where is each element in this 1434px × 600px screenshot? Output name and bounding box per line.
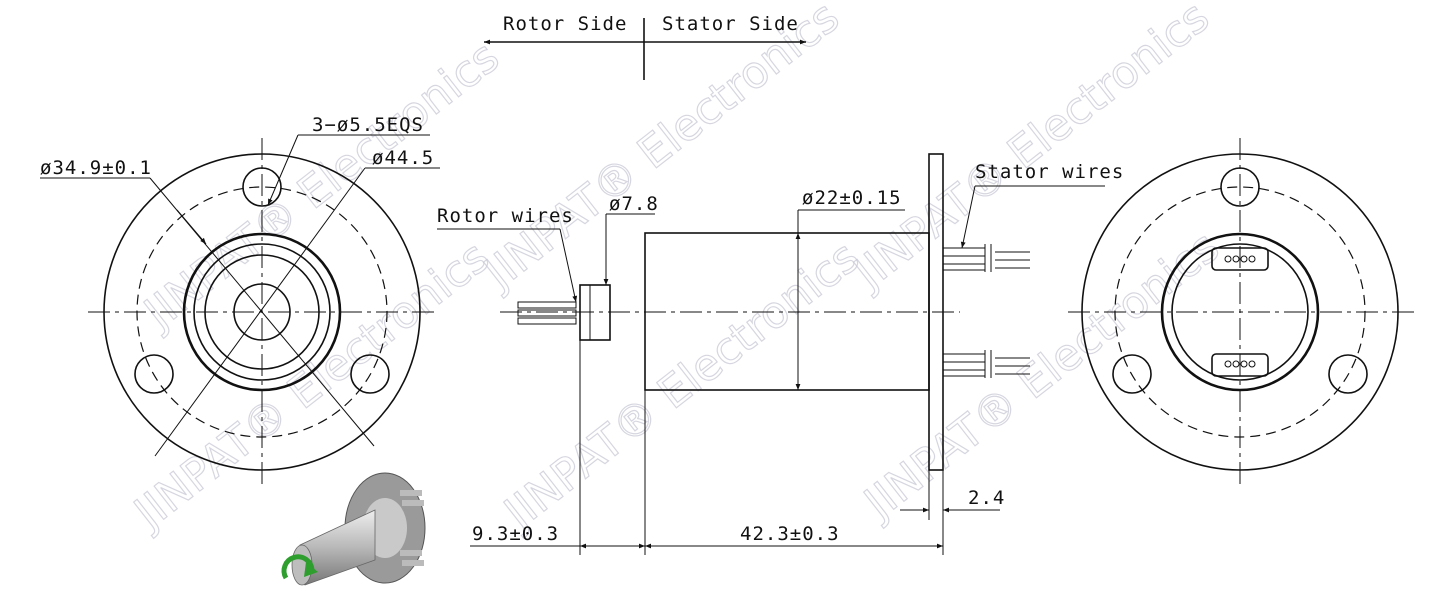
body-dia-dim: ø22±0.15 (802, 187, 902, 209)
body-outline (182, 232, 342, 392)
side-indicator: Rotor Side Stator Side (484, 13, 806, 80)
mount-hole (1220, 167, 1260, 207)
bolt-circle-dim: ø34.9±0.1 (40, 157, 152, 179)
stator-side-label: Stator Side (662, 13, 799, 35)
stator-wire-bundle-bottom (943, 350, 1030, 378)
watermark: JINPAT® Electronics (493, 231, 869, 540)
bolt-circle (136, 186, 388, 438)
rotor-wire-bundle (517, 301, 577, 325)
mount-hole (242, 167, 282, 207)
watermark: JINPAT® Electronics (473, 0, 849, 301)
rotor-side-label: Rotor Side (503, 13, 627, 35)
body-len-dim: 42.3±0.3 (740, 523, 840, 545)
stator-wires-label: Stator wires (975, 161, 1124, 183)
flange-outline (1081, 153, 1399, 471)
flange-outline (103, 153, 421, 471)
stator-wire-bundle-top (943, 244, 1030, 272)
flange-thk-dim: 2.4 (968, 487, 1005, 509)
mount-hole (1112, 354, 1152, 394)
shaft-len-dim: 9.3±0.3 (472, 523, 559, 545)
shaft-dia-dim: ø7.8 (609, 193, 659, 215)
mount-hole (1328, 354, 1368, 394)
flange-dia-dim: ø44.5 (372, 147, 434, 169)
holes-dim: 3−ø5.5EQS (312, 114, 424, 136)
product-render (281, 472, 426, 586)
mount-hole (134, 354, 174, 394)
shaft (579, 284, 611, 341)
side-view: Rotor wires ø7.8 ø22±0.15 Stator wires 9… (437, 153, 1124, 555)
connector-top (1211, 247, 1269, 271)
right-end-view (1068, 138, 1414, 488)
connector-bottom (1211, 353, 1269, 377)
left-end-view: ø34.9±0.1 ø44.5 3−ø5.5EQS (40, 114, 440, 488)
rotation-arrow-icon (281, 554, 315, 580)
flange-side (928, 153, 944, 471)
rotor-wires-label: Rotor wires (437, 205, 574, 227)
mount-hole (350, 354, 390, 394)
watermark-layer: JINPAT® Electronics JINPAT® Electronics … (122, 0, 1229, 541)
